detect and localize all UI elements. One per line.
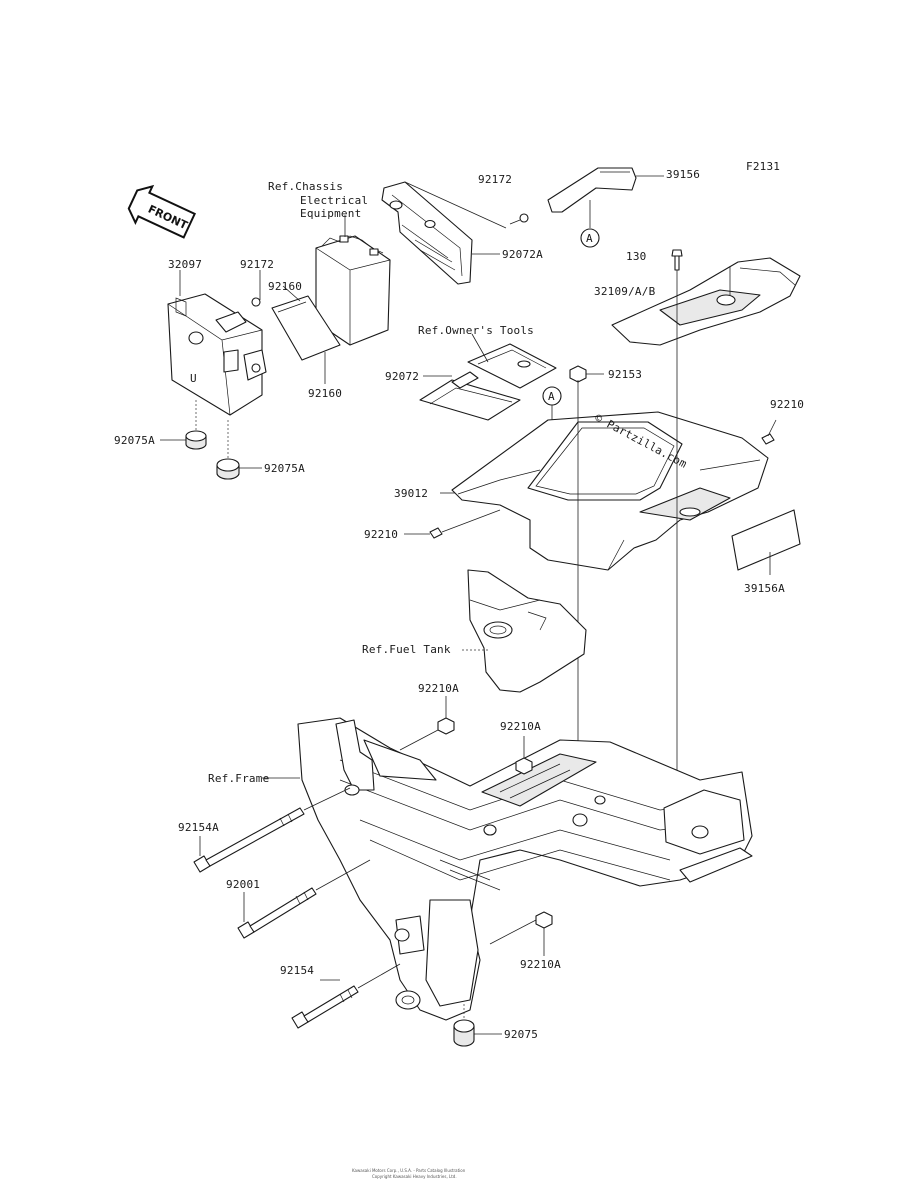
- label-92153: 92153: [608, 368, 642, 381]
- footer-line-2: Copyright Kawasaki Heavy Industries, Ltd…: [372, 1174, 457, 1179]
- bolt-92001: [237, 887, 317, 939]
- bolt-130: [671, 249, 683, 271]
- label-39156: 39156: [666, 168, 700, 181]
- figure-code: F2131: [746, 160, 780, 173]
- tool-tray-92072: [419, 343, 557, 421]
- bolt-92172-left: [251, 297, 261, 307]
- damper-92075A-b: [216, 458, 240, 480]
- label-92210A-c: 92210A: [520, 958, 561, 971]
- label-ref-frame: Ref.Frame: [208, 772, 269, 785]
- label-92072: 92072: [385, 370, 419, 383]
- battery-holder-bracket: [381, 181, 473, 285]
- cover-32109: [611, 257, 801, 346]
- nut-92210A-c: [535, 911, 553, 929]
- label-92072A: 92072A: [502, 248, 543, 261]
- label-92154A: 92154A: [178, 821, 219, 834]
- pad-39156A: [731, 509, 801, 571]
- nut-92210A-b: [515, 757, 533, 775]
- footer-line-1: Kawasaki Motors Corp., U.S.A. - Parts Ca…: [352, 1168, 466, 1173]
- damper-92075A-a: [185, 430, 207, 450]
- callout-circle-A1: [580, 228, 600, 248]
- bolt-92172-top: [509, 213, 529, 225]
- label-92210-right: 92210: [770, 398, 804, 411]
- bolt-92154A: [193, 807, 305, 873]
- bolt-92154: [291, 985, 359, 1029]
- damper-92075: [453, 1019, 475, 1047]
- label-32109: 32109/A/B: [594, 285, 656, 298]
- label-92160-a: 92160: [268, 280, 302, 293]
- nut-92210A-a: [437, 717, 455, 735]
- label-ref-chassis-1: Ref.Chassis: [268, 180, 343, 193]
- label-92210A-a: 92210A: [418, 682, 459, 695]
- label-ref-owners-tools: Ref.Owner's Tools: [418, 324, 534, 337]
- label-ref-chassis-3: Equipment: [300, 207, 361, 220]
- label-92154: 92154: [280, 964, 314, 977]
- frame-ref: [297, 717, 753, 1021]
- screw-92210-left: [429, 527, 443, 539]
- pad-92160: [271, 295, 341, 361]
- label-92210-left: 92210: [364, 528, 398, 541]
- front-arrow: FRONT: [127, 184, 197, 239]
- label-92172-top: 92172: [478, 173, 512, 186]
- label-92172-left: 92172: [240, 258, 274, 271]
- callout-A2: A: [548, 390, 555, 403]
- label-92001: 92001: [226, 878, 260, 891]
- label-92075: 92075: [504, 1028, 538, 1041]
- label-130: 130: [626, 250, 646, 263]
- label-39156A: 39156A: [744, 582, 785, 595]
- label-92160-b: 92160: [308, 387, 342, 400]
- label-92210A-b: 92210A: [500, 720, 541, 733]
- label-92075A-b: 92075A: [264, 462, 305, 475]
- storage-tray-39012: © Partzilla.com: [451, 411, 769, 571]
- screw-92210-right: [761, 433, 775, 445]
- label-ref-chassis-2: Electrical: [300, 194, 368, 207]
- callout-A1: A: [586, 232, 593, 245]
- label-32097: 32097: [168, 258, 202, 271]
- strap-39156: [547, 167, 637, 213]
- nut-92153: [569, 365, 587, 383]
- label-92075A-a: 92075A: [114, 434, 155, 447]
- fuel-tank-ref: [467, 569, 587, 693]
- label-ref-fuel-tank: Ref.Fuel Tank: [362, 643, 451, 656]
- battery-case-32097: U: [167, 293, 267, 416]
- battery: [315, 235, 391, 346]
- case-marking: U: [190, 372, 197, 385]
- label-39012: 39012: [394, 487, 428, 500]
